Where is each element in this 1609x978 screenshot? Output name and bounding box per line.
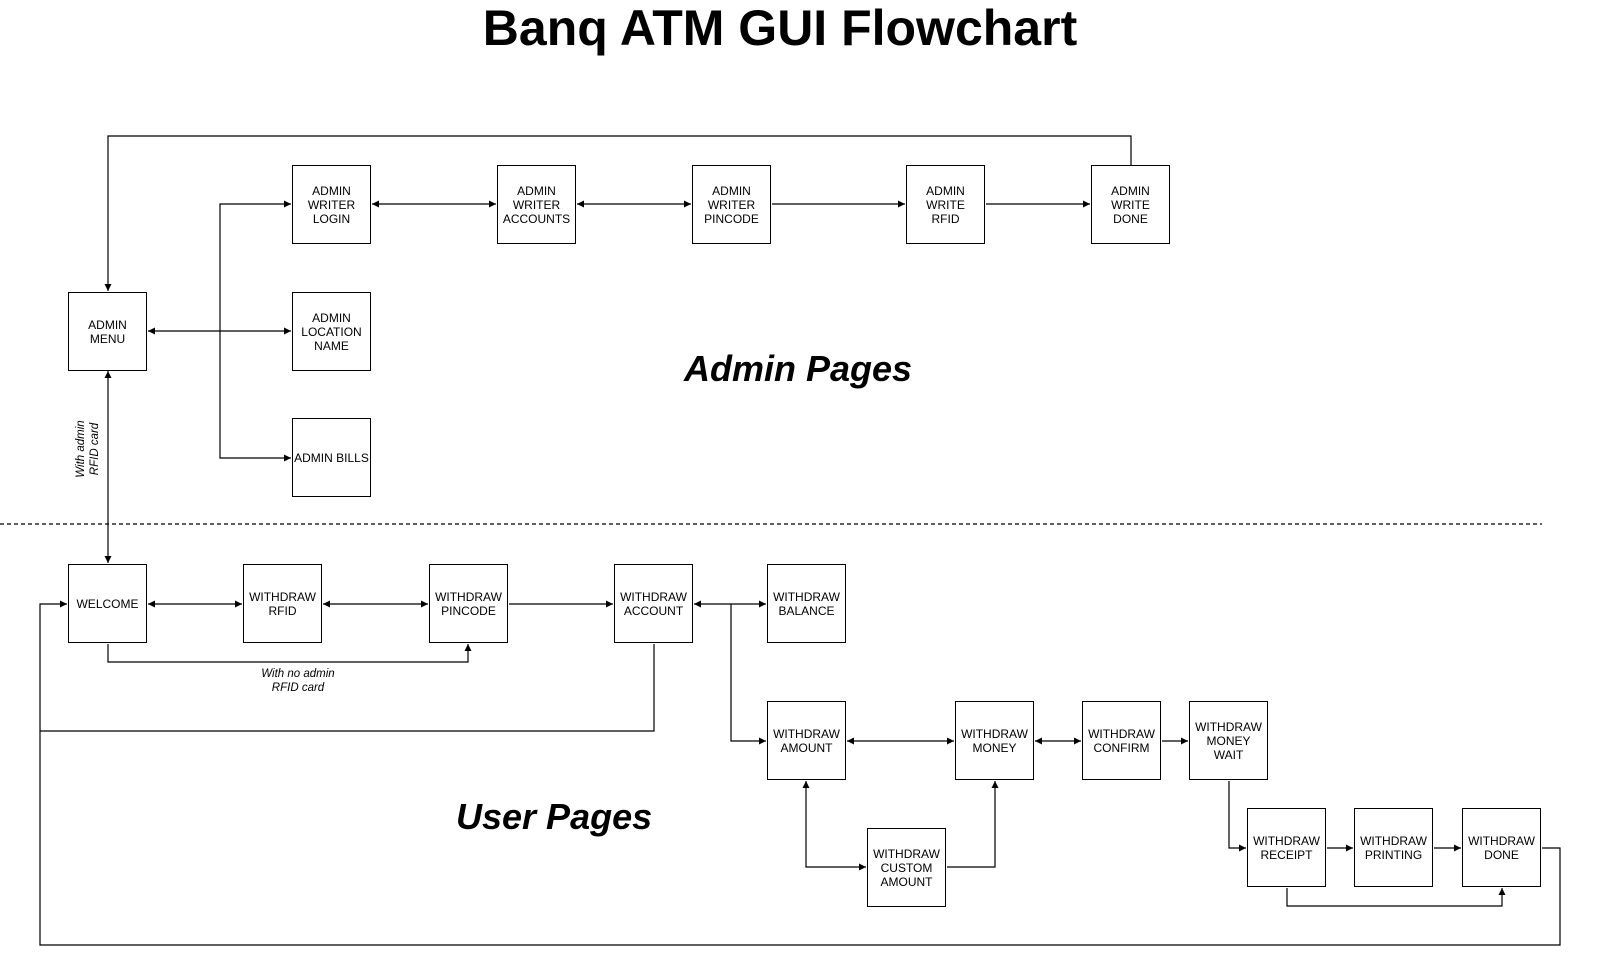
edge-amount-custom	[802, 781, 866, 871]
admin-section-label: Admin Pages	[684, 348, 913, 389]
edge-menu-bills	[219, 331, 291, 462]
node-withdraw-custom-amount: WITHDRAW CUSTOM AMOUNT	[867, 828, 946, 907]
edge-done-admin-menu	[104, 135, 1132, 291]
node-withdraw-done: WITHDRAW DONE	[1462, 808, 1541, 887]
node-withdraw-account: WITHDRAW ACCOUNT	[614, 564, 693, 643]
node-admin-writer-accounts: ADMIN WRITER ACCOUNTS	[497, 165, 576, 244]
edge-wait-receipt	[1228, 781, 1246, 852]
node-admin-writer-login: ADMIN WRITER LOGIN	[292, 165, 371, 244]
edge-menu-login	[219, 200, 291, 331]
node-admin-menu: ADMIN MENU	[68, 292, 147, 371]
node-withdraw-receipt: WITHDRAW RECEIPT	[1247, 808, 1326, 887]
edge-account-amount	[730, 604, 766, 745]
edge-welcome-pincode-noadmin	[107, 644, 472, 663]
node-welcome: WELCOME	[68, 564, 147, 643]
admin-card-note: With admin RFID card	[75, 420, 101, 478]
node-withdraw-money: WITHDRAW MONEY	[955, 701, 1034, 780]
no-admin-card-note: With no admin RFID card	[261, 668, 335, 694]
page-title: Banq ATM GUI Flowchart	[482, 0, 1078, 56]
node-withdraw-money-wait: WITHDRAW MONEY WAIT	[1189, 701, 1268, 780]
node-withdraw-balance: WITHDRAW BALANCE	[767, 564, 846, 643]
node-admin-writer-pincode: ADMIN WRITER PINCODE	[692, 165, 771, 244]
node-withdraw-rfid: WITHDRAW RFID	[243, 564, 322, 643]
node-admin-write-done: ADMIN WRITE DONE	[1091, 165, 1170, 244]
user-section-label: User Pages	[456, 796, 653, 837]
node-withdraw-confirm: WITHDRAW CONFIRM	[1082, 701, 1161, 780]
node-withdraw-pincode: WITHDRAW PINCODE	[429, 564, 508, 643]
edge-receipt-done	[1286, 888, 1506, 907]
node-admin-location-name: ADMIN LOCATION NAME	[292, 292, 371, 371]
node-admin-write-rfid: ADMIN WRITE RFID	[906, 165, 985, 244]
edge-custom-money	[947, 781, 999, 868]
node-withdraw-amount: WITHDRAW AMOUNT	[767, 701, 846, 780]
edge-done-welcome	[39, 731, 1561, 946]
node-withdraw-printing: WITHDRAW PRINTING	[1354, 808, 1433, 887]
node-admin-bills: ADMIN BILLS	[292, 418, 371, 497]
